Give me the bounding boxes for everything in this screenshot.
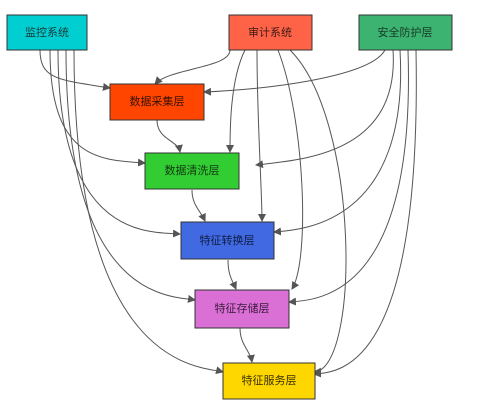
node-data-collection-layer[interactable]: 数据采集层 [109, 83, 205, 121]
node-data-cleaning-layer-label: 数据清洗层 [165, 163, 220, 177]
node-feature-transform-layer-label: 特征转换层 [200, 233, 255, 247]
node-security-layer-label: 安全防护层 [378, 25, 433, 39]
node-data-cleaning-layer-box [144, 152, 240, 190]
edge-collect-clean [156, 119, 183, 153]
edge-security-clean [255, 49, 394, 169]
node-feature-storage-layer-label: 特征存储层 [215, 301, 270, 315]
edge-monitor-serve [73, 49, 224, 375]
node-audit-system-box [228, 14, 313, 51]
edge-monitor-store [65, 49, 196, 303]
edge-security-collect [203, 49, 386, 96]
node-audit-system-label: 审计系统 [248, 25, 292, 39]
edge-transform-store [227, 259, 237, 290]
node-feature-service-layer-label: 特征服务层 [242, 373, 297, 387]
node-feature-service-layer[interactable]: 特征服务层 [222, 362, 316, 400]
node-feature-storage-layer-box [194, 289, 290, 329]
node-security-layer[interactable]: 安全防护层 [358, 14, 453, 51]
node-monitor-system[interactable]: 监控系统 [6, 14, 88, 51]
node-data-cleaning-layer[interactable]: 数据清洗层 [144, 152, 240, 190]
node-security-layer-box [358, 14, 453, 51]
node-audit-system[interactable]: 审计系统 [228, 14, 313, 51]
edge-audit-transform [256, 49, 266, 222]
edge-security-serve [313, 49, 417, 378]
edge-monitor-transform [57, 49, 181, 238]
edge-clean-transform [191, 189, 206, 222]
edge-security-transform [273, 49, 402, 236]
edge-store-serve [239, 327, 255, 363]
node-feature-transform-layer[interactable]: 特征转换层 [180, 221, 275, 260]
nodes-group: 监控系统 审计系统 安全防护层 数据采集层 数据清洗层 特征转换层 特征存储层 [6, 14, 453, 400]
node-data-collection-layer-box [109, 83, 205, 121]
edge-audit-serve [289, 49, 347, 376]
edges-group [39, 49, 417, 378]
node-feature-storage-layer[interactable]: 特征存储层 [194, 289, 290, 329]
edge-audit-clean [226, 49, 246, 153]
edge-audit-collect [154, 49, 231, 85]
node-monitor-system-label: 监控系统 [25, 25, 69, 39]
edge-monitor-clean [49, 49, 146, 167]
edge-security-store [288, 49, 409, 306]
node-data-collection-layer-label: 数据采集层 [130, 94, 185, 108]
node-monitor-system-box [6, 14, 88, 51]
node-feature-transform-layer-box [180, 221, 275, 260]
edge-monitor-collect [39, 49, 111, 91]
edge-audit-store [277, 49, 304, 290]
node-feature-service-layer-box [222, 362, 316, 400]
